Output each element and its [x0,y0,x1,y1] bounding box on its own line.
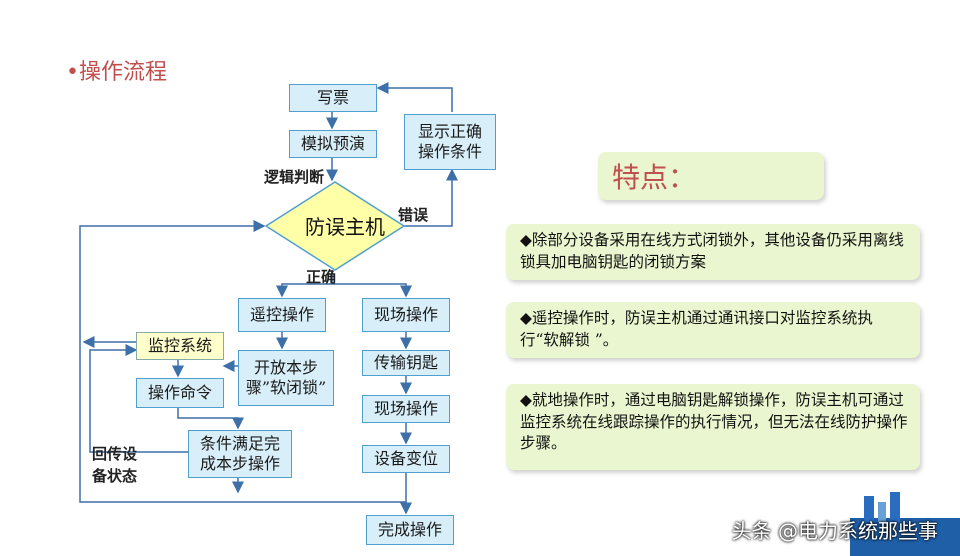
arrow-to-yaokong [276,283,332,298]
decorative-corner-graphic [850,492,960,556]
label-luoji: 逻辑判断 [264,168,325,186]
decision-diamond [264,181,406,271]
box-moni: 模拟预演 [289,130,377,158]
watermark: 头条 @电力系统那些事 [731,519,938,543]
label-huichuan: 回传设 备状态 [92,445,138,485]
arrow-fangwu-xianshi [404,168,458,227]
box-xianchang2: 现场操作 [362,395,450,423]
box-kaifang: 开放本步 骤”软闭锁” [238,350,334,406]
box-xiepiao: 写票 [289,84,377,112]
box-wancheng: 完成操作 [366,515,454,545]
box-mingling: 操作命令 [136,378,224,408]
arrow-loop-outer [79,220,406,503]
label-cuowu: 错误 [398,206,429,224]
features-title: 特点： [598,152,824,200]
feature-item-2: ◆遥控操作时，防误主机通过通讯接口对监控系统执行“软解锁 ”。 [506,302,920,358]
page-title: •操作流程 [66,60,167,85]
label-zhengque: 正确 [306,268,337,286]
arrow-xianshi-xiepiao [376,82,453,112]
box-yaokong: 遥控操作 [238,298,326,332]
fangwu-label: 防误主机 [305,215,385,239]
arrow-to-xianchang1 [332,283,412,298]
arrow-mingling-tiaojian [177,408,244,430]
box-xianshi: 显示正确 操作条件 [404,114,496,170]
feature-item-3: ◆就地操作时，通过电脑钥匙解锁操作，防误主机可通过监控系统在线跟踪操作的执行情况… [506,384,920,470]
box-chuanshu: 传输钥匙 [362,350,450,376]
box-xianchang1: 现场操作 [362,298,450,332]
box-jiankong: 监控系统 [136,332,224,360]
feature-item-1: ◆除部分设备采用在线方式闭锁外，其他设备仍采用离线锁具加电脑钥匙的闭锁方案 [506,224,920,280]
box-shebei: 设备变位 [362,445,450,473]
box-tiaojian: 条件满足完 成本步操作 [188,430,292,478]
